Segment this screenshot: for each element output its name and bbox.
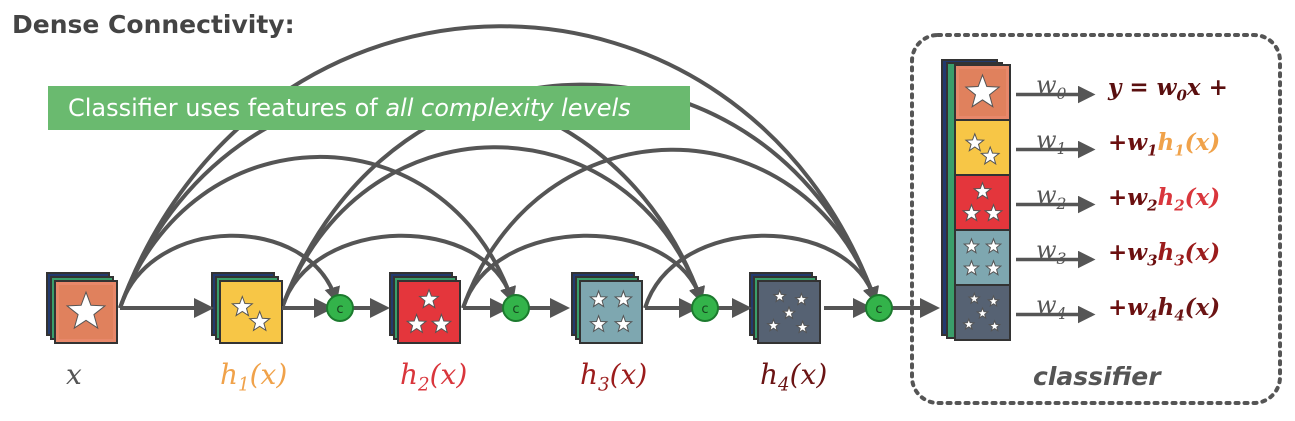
feature-h1 — [211, 272, 283, 344]
classifier-feature-h1 — [954, 119, 1011, 176]
equation-term-1: +w1h1(x) — [1108, 129, 1221, 160]
feature-label-4: h4(x) — [760, 358, 828, 396]
concat-node: c — [691, 294, 719, 322]
concat-label: c — [875, 302, 882, 317]
concat-label: c — [512, 302, 519, 317]
concat-node: c — [865, 294, 893, 322]
classifier-feature-h2 — [954, 174, 1011, 231]
skip-arc — [280, 145, 705, 309]
concat-label: c — [336, 302, 343, 317]
skip-arc — [118, 154, 516, 309]
feature-label-2: h2(x) — [400, 358, 468, 396]
skip-arc — [280, 233, 516, 309]
skip-arc — [461, 233, 705, 309]
classifier-feature-h3 — [954, 229, 1011, 286]
concat-label: c — [701, 302, 708, 317]
classifier-feature-input — [954, 64, 1011, 121]
classifier-box — [910, 33, 1282, 405]
weight-label-0: w0 — [1036, 71, 1067, 103]
feature-h4 — [749, 272, 821, 344]
classifier-feature-h4 — [954, 284, 1011, 341]
equation-term-3: +w3h3(x) — [1108, 239, 1221, 270]
weight-label-3: w3 — [1036, 236, 1067, 268]
feature-label-3: h3(x) — [580, 358, 648, 396]
feature-h3 — [571, 272, 643, 344]
page-title: Dense Connectivity: — [12, 10, 295, 39]
skip-arc — [643, 233, 879, 309]
equation-term-2: +w2h2(x) — [1108, 184, 1221, 215]
classifier-label: classifier — [1033, 362, 1161, 391]
weight-label-2: w2 — [1036, 181, 1067, 213]
skip-arc — [118, 233, 340, 309]
insight-banner: Classifier uses features of all complexi… — [48, 86, 690, 130]
feature-h2 — [389, 272, 461, 344]
skip-arc — [118, 24, 879, 309]
concat-node: c — [502, 294, 530, 322]
weight-label-4: w4 — [1036, 291, 1067, 323]
concat-node: c — [326, 294, 354, 322]
skip-arc — [280, 82, 879, 309]
equation-term-4: +w4h4(x) — [1108, 294, 1221, 325]
input-image-x — [46, 272, 118, 344]
weight-label-1: w1 — [1036, 126, 1067, 158]
feature-label-0: x — [66, 358, 82, 391]
classifier-boundary — [910, 33, 1282, 405]
feature-label-1: h1(x) — [220, 358, 288, 396]
skip-connection-arcs — [118, 24, 879, 309]
equation-term-0: y = w0x + — [1108, 74, 1228, 105]
skip-arc — [461, 147, 879, 309]
